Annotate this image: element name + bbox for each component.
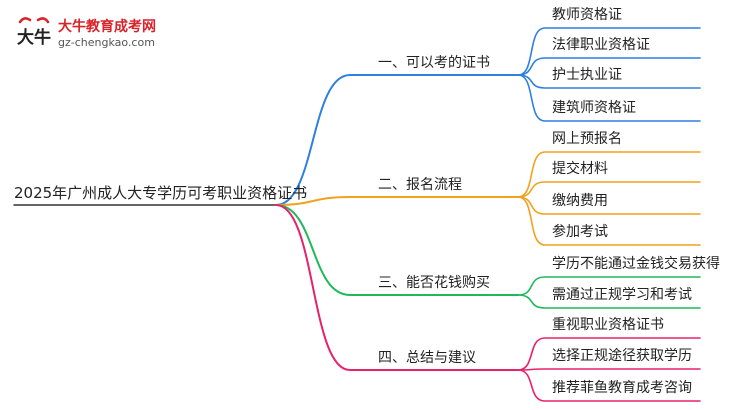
branch-connector-1 xyxy=(275,74,519,206)
leaf-connector-1-2 xyxy=(517,57,701,76)
leaf-node: 学历不能通过金钱交易获得 xyxy=(552,256,720,272)
leaf-connector-4-1 xyxy=(517,337,701,371)
branch-node-3: 三、能否花钱购买 xyxy=(378,275,490,291)
branch-connector-3 xyxy=(275,204,519,296)
leaf-connector-2-3 xyxy=(517,196,701,215)
branch-node-1: 一、可以考的证书 xyxy=(378,55,490,71)
leaf-connector-2-4 xyxy=(517,196,701,246)
leaf-node: 法律职业资格证 xyxy=(552,37,650,53)
leaf-connector-1-1 xyxy=(517,27,701,76)
root-node: 2025年广州成人大专学历可考职业资格证书 xyxy=(14,184,308,202)
bull-logo-icon: 大牛 xyxy=(14,14,54,54)
leaf-node: 参加考试 xyxy=(552,224,608,240)
branch-node-2: 二、报名流程 xyxy=(378,177,462,193)
logo-glyph: 大牛 xyxy=(17,27,51,48)
leaf-node: 网上预报名 xyxy=(552,131,622,147)
leaf-connector-1-4 xyxy=(517,74,701,122)
leaf-node: 缴纳费用 xyxy=(552,193,608,209)
leaf-connector-3-2 xyxy=(517,294,701,309)
leaf-node: 护士执业证 xyxy=(552,67,622,83)
leaf-connector-4-2 xyxy=(517,368,701,371)
leaf-node: 建筑师资格证 xyxy=(552,100,636,116)
leaf-node: 重视职业资格证书 xyxy=(552,317,664,333)
leaf-node: 推荐菲鱼教育成考咨询 xyxy=(552,380,692,396)
leaf-node: 教师资格证 xyxy=(552,7,622,23)
leaf-node: 需通过正规学习和考试 xyxy=(552,287,692,303)
branch-connector-4 xyxy=(275,204,519,371)
site-logo[interactable]: 大牛 大牛教育成考网 gz-chengkao.com xyxy=(14,12,204,58)
leaf-connector-3-1 xyxy=(517,276,701,296)
leaf-connector-2-1 xyxy=(517,151,701,198)
leaf-connector-2-2 xyxy=(517,181,701,198)
leaf-node: 提交材料 xyxy=(552,161,608,177)
branch-connector-2 xyxy=(275,196,519,206)
logo-title: 大牛教育成考网 xyxy=(58,19,156,35)
leaf-node: 选择正规途径获取学历 xyxy=(552,348,692,364)
branch-node-4: 四、总结与建议 xyxy=(378,350,476,366)
leaf-connector-4-3 xyxy=(517,369,701,402)
logo-url: gz-chengkao.com xyxy=(58,36,155,49)
